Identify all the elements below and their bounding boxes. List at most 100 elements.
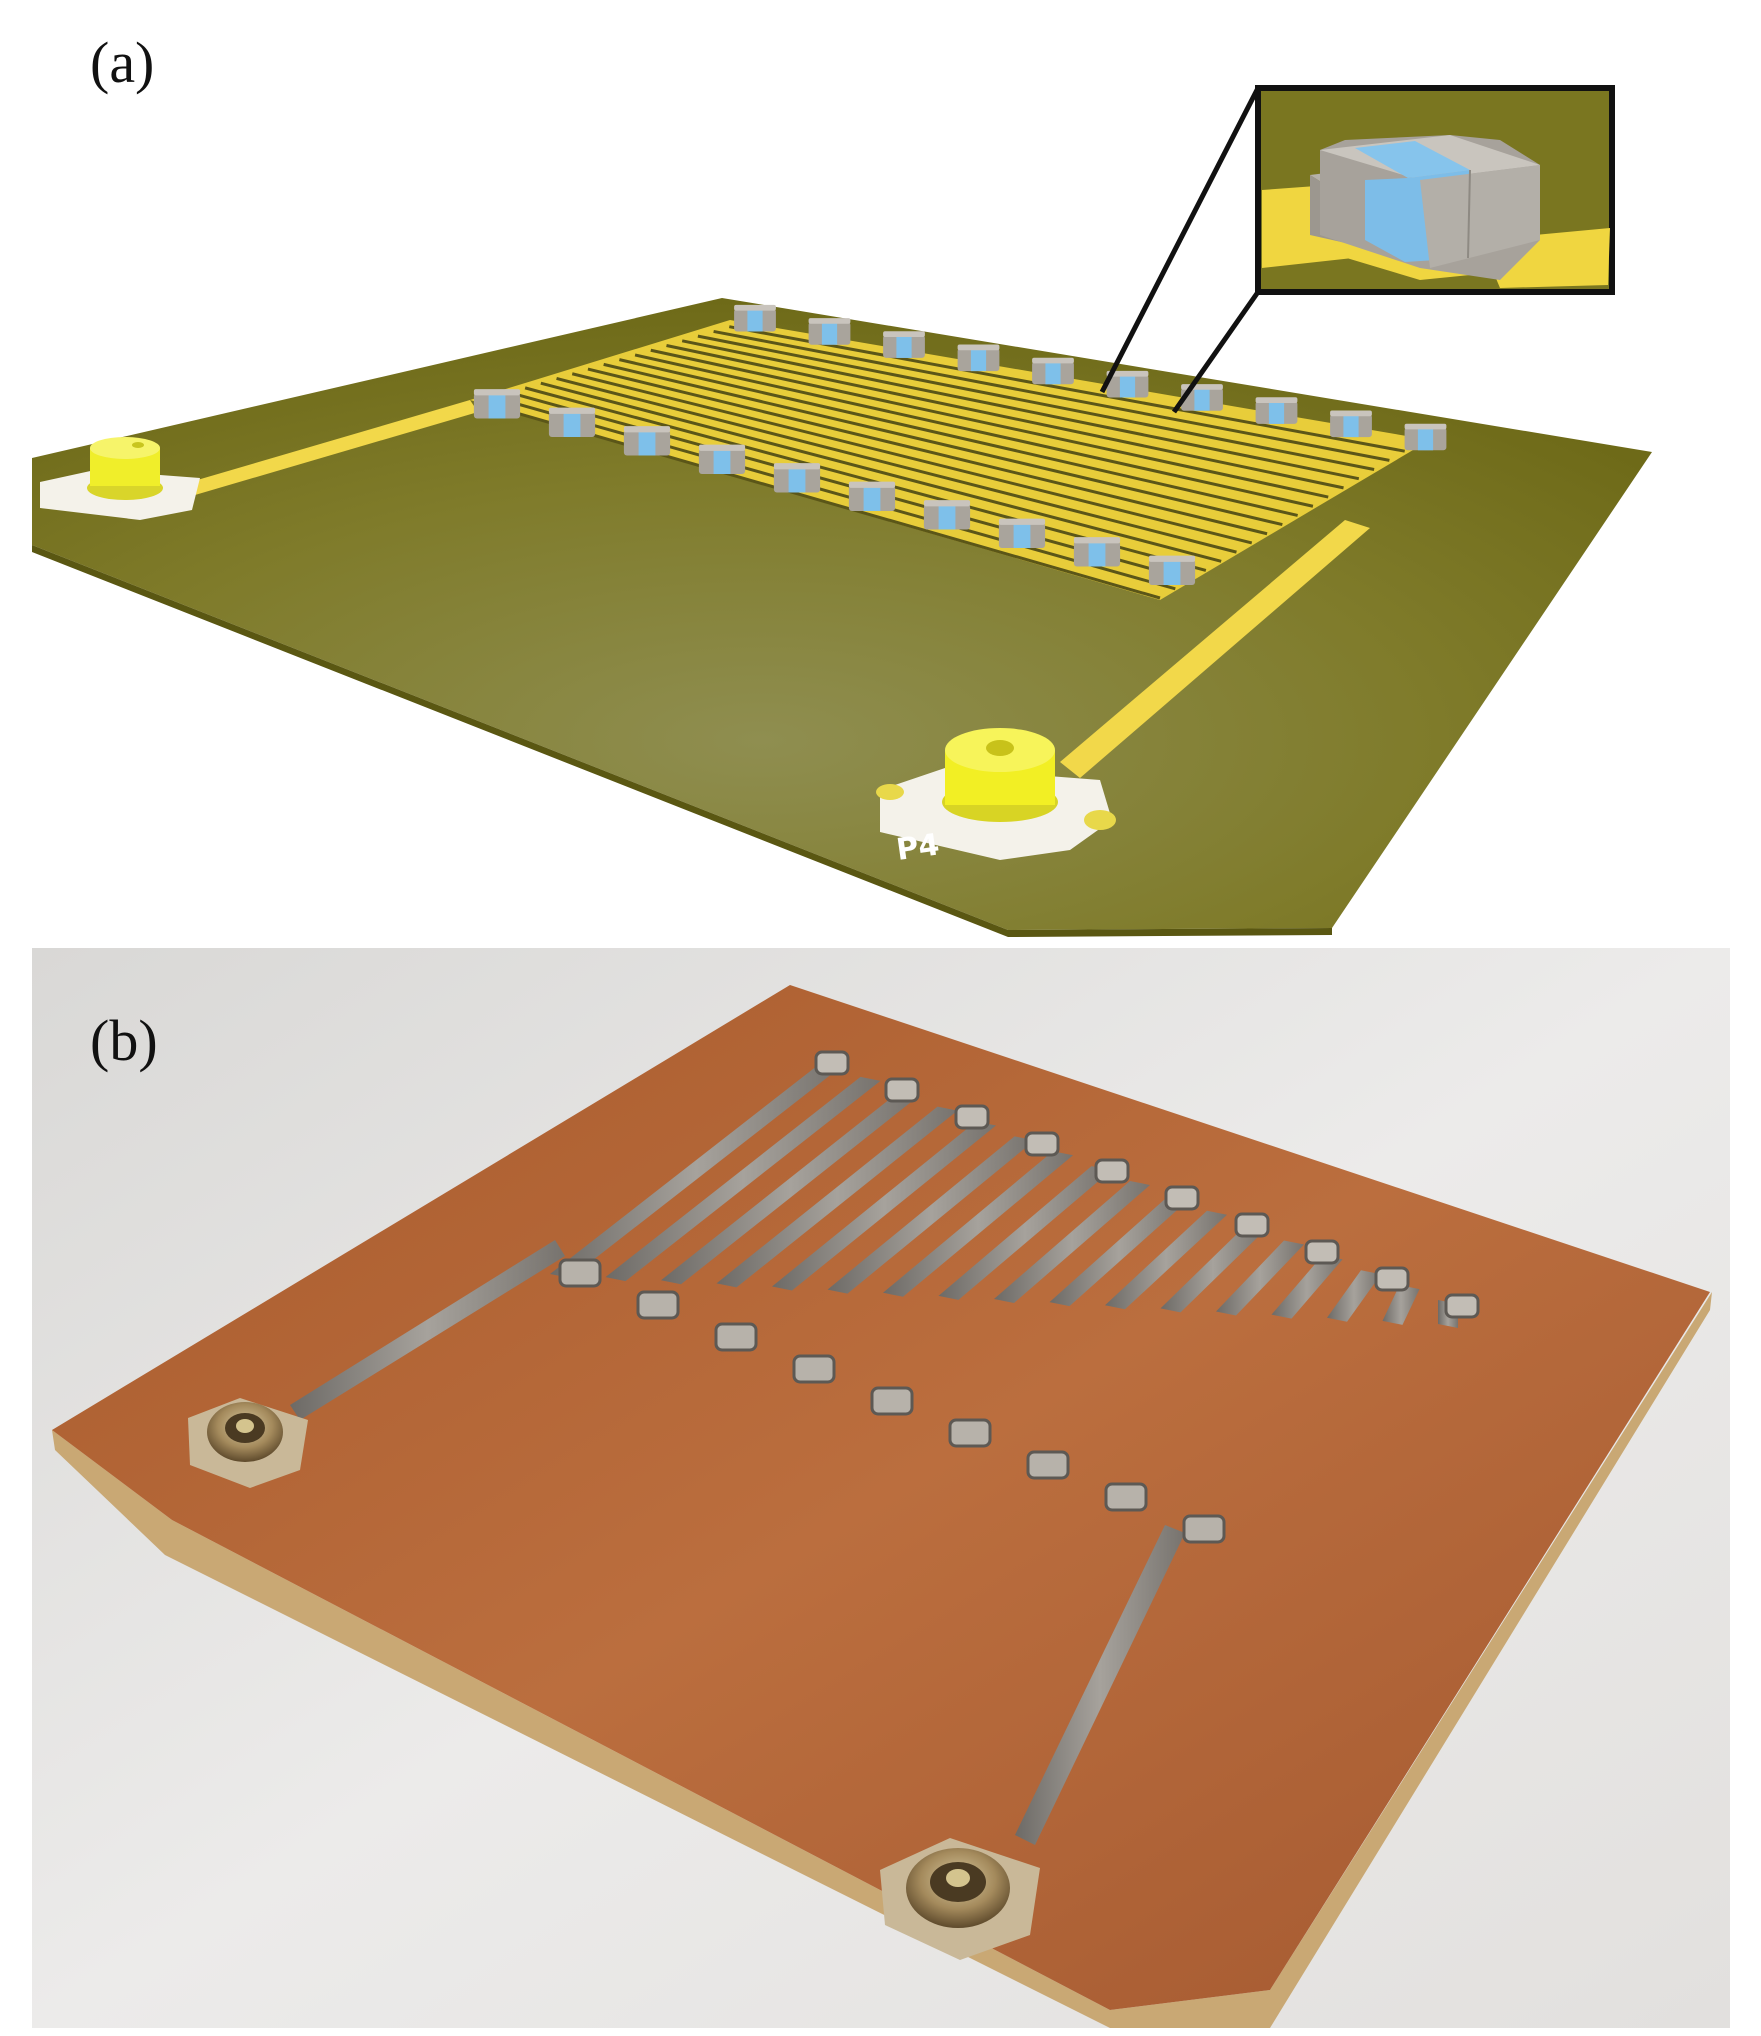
photo-pad-front: [1104, 1482, 1148, 1512]
render-trace-gap: [571, 372, 1253, 545]
smd-capacitor-icon: [1073, 537, 1121, 567]
capacitor-top: [1148, 555, 1196, 562]
render-trace-gap: [556, 377, 1237, 554]
photo-trace: [827, 1136, 1035, 1294]
capacitor-band: [563, 411, 581, 437]
inset-leader-line-2: [1171, 290, 1261, 414]
capacitor-band: [713, 448, 731, 474]
render-trace-gap: [619, 358, 1298, 517]
render-trace-gap: [713, 329, 1390, 462]
capacitor-top: [473, 389, 521, 396]
photo-pad-back: [954, 1104, 990, 1130]
panel-b-photo: (b): [32, 948, 1730, 2028]
render-trace-gap: [493, 395, 1176, 591]
render-connector-p4: P4: [876, 728, 1116, 868]
render-capacitor-row-back: [734, 304, 1447, 451]
photo-pad-front: [636, 1290, 680, 1320]
smd-capacitor-icon: [848, 481, 896, 511]
capacitor-top: [1073, 537, 1121, 544]
render-trace-gap: [666, 344, 1344, 490]
photo-trace: [772, 1121, 996, 1291]
smd-capacitor-icon: [1148, 555, 1196, 585]
panel-label-b: (b): [90, 1008, 158, 1073]
capacitor-band: [1417, 427, 1434, 451]
render-feed-line-p3: [170, 400, 478, 500]
capacitor-band: [1045, 361, 1061, 385]
photo-trace: [1160, 1225, 1266, 1313]
smd-capacitor-icon: [473, 389, 521, 419]
smd-capacitor-icon: [698, 444, 746, 474]
smd-capacitor-icon: [1032, 357, 1074, 385]
photo-feed-line-p4: [1015, 1525, 1185, 1845]
photo-trace: [550, 1062, 842, 1278]
smd-capacitor-icon: [623, 426, 671, 456]
photo-trace: [994, 1181, 1150, 1303]
capacitor-top: [1255, 397, 1298, 403]
capacitor-top: [734, 304, 776, 311]
capacitor-band: [863, 485, 881, 511]
render-p4-silk: P4: [894, 827, 941, 868]
smd-capacitor-icon: [883, 331, 925, 358]
capacitor-band: [896, 335, 912, 358]
capacitor-band: [747, 308, 763, 332]
sma-connector-icon: [880, 1838, 1040, 1960]
photo-connector-p4: [880, 1838, 1040, 1960]
panel-a-render: P4 (a): [32, 30, 1652, 937]
photo-pad-front: [792, 1354, 836, 1384]
photo-pad-front: [1026, 1450, 1070, 1480]
photo-trace: [1327, 1270, 1381, 1322]
photo-pad-front: [1182, 1514, 1226, 1544]
capacitor-top: [883, 331, 925, 337]
photo-connector-p3: [188, 1398, 308, 1488]
smd-capacitor-icon: [548, 407, 596, 437]
render-trace-gap: [681, 339, 1360, 481]
smd-capacitor-icon: [734, 304, 776, 332]
capacitor-band: [1119, 374, 1136, 398]
photo-pcb-board: [52, 985, 1710, 2010]
photo-pad-back: [884, 1077, 920, 1103]
capacitor-top: [848, 481, 896, 488]
photo-pad-back: [1374, 1266, 1410, 1292]
smd-capacitor-icon: [923, 500, 971, 530]
photo-trace: [605, 1076, 881, 1282]
photo-trace: [716, 1106, 958, 1288]
capacitor-band: [638, 430, 656, 456]
capacitor-top: [808, 318, 851, 324]
photo-pad-front: [948, 1418, 992, 1448]
capacitor-band: [938, 504, 956, 530]
inset-leader-line-1: [1099, 86, 1261, 394]
render-connector-p3: [40, 437, 200, 520]
render-trace-gap: [603, 362, 1283, 527]
capacitor-top: [548, 407, 596, 414]
photo-trace: [1382, 1285, 1420, 1325]
photo-pad-back: [1444, 1293, 1480, 1319]
capacitor-band: [970, 348, 987, 372]
capacitor-top: [998, 518, 1046, 525]
photo-trace: [1216, 1240, 1304, 1316]
photo-pad-back: [1164, 1185, 1200, 1211]
panel-label-a: (a): [90, 30, 154, 95]
photo-pad-front: [870, 1386, 914, 1416]
photo-trace: [1105, 1210, 1227, 1310]
photo-trace: [883, 1151, 1073, 1297]
smd-capacitor-icon: [998, 518, 1046, 548]
photo-trace: [661, 1091, 919, 1285]
capacitor-zoom-inset: [1255, 85, 1615, 295]
render-trace-gap: [729, 325, 1405, 453]
capacitor-top: [698, 444, 746, 451]
capacitor-band: [1013, 522, 1031, 548]
smd-capacitor-icon: [808, 318, 851, 345]
capacitor-band: [1163, 559, 1181, 585]
capacitor-band: [1194, 387, 1210, 411]
photo-pad-back: [1024, 1131, 1060, 1157]
photo-pcb-edge: [52, 1292, 1712, 2028]
capacitor-band: [788, 467, 806, 493]
sma-connector-icon: [40, 437, 200, 520]
smd-capacitor-icon: [773, 463, 821, 493]
capacitor-band: [821, 321, 838, 345]
sma-connector-icon: P4: [876, 728, 1116, 868]
sma-connector-icon: [188, 1398, 308, 1488]
photo-pad-back: [1094, 1158, 1130, 1184]
smd-capacitor-icon: [1262, 135, 1610, 288]
